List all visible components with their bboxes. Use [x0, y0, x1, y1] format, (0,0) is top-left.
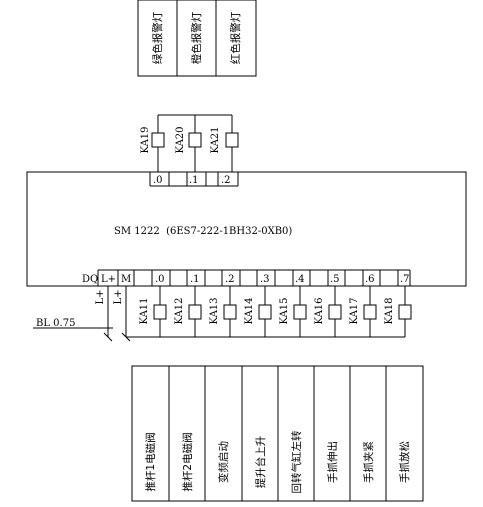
bottom-terminal-7: .7 [400, 274, 410, 285]
bottom-label-1: 推杆1电磁阀 [144, 432, 157, 491]
terminal-dq: DQ [82, 274, 98, 285]
relay-ka12: KA12 [174, 297, 185, 324]
top-terminal-1: .1 [189, 175, 199, 186]
top-relay-circuit: KA19 KA20 KA21 [140, 114, 239, 172]
top-label-1: 绿色报警灯 [151, 11, 164, 64]
relay-ka14: KA14 [244, 297, 255, 324]
relay-ka17: KA17 [349, 297, 360, 324]
top-terminal-0: .0 [153, 175, 163, 186]
bottom-terminal-6: .6 [365, 274, 375, 285]
bottom-label-4: 提升台上升 [254, 436, 267, 489]
terminal-m: M [121, 274, 131, 285]
wire-label: BL 0.75 [36, 318, 75, 329]
supply-wires: L+ L+ BL 0.75 [33, 286, 131, 342]
bottom-terminal-5: .5 [330, 274, 340, 285]
supply-label-2: L+ [113, 289, 124, 304]
relay-ka21: KA21 [210, 126, 221, 153]
relay-ka18: KA18 [384, 297, 395, 324]
bottom-terminal-4: .4 [295, 274, 305, 285]
bottom-terminal-2: .2 [225, 274, 235, 285]
relay-ka13: KA13 [209, 297, 220, 324]
bottom-label-7: 手抓夹紧 [362, 441, 375, 483]
relay-ka16: KA16 [314, 297, 325, 324]
bottom-label-table: 推杆1电磁阀 推杆2电磁阀 变频启动 提升台上升 回转气缸左转 手抓伸出 手抓夹… [131, 365, 424, 502]
bottom-label-3: 变频启动 [217, 441, 230, 483]
bottom-label-5: 回转气缸左转 [290, 430, 303, 493]
bottom-label-8: 手抓放松 [398, 441, 411, 483]
bottom-label-6: 手抓伸出 [326, 441, 339, 483]
top-terminal-2: .2 [221, 175, 231, 186]
relay-ka15: KA15 [279, 297, 290, 324]
bottom-terminal-3: .3 [260, 274, 270, 285]
bottom-terminal-0: .0 [155, 274, 165, 285]
top-label-table: 绿色报警灯 橙色报警灯 红色报警灯 [137, 0, 257, 77]
relay-ka11: KA11 [139, 297, 150, 324]
plc-module: .0 .1 .2 SM 1222 (6ES7-222-1BH32-0XB0) D… [26, 171, 467, 287]
relay-ka19: KA19 [140, 126, 151, 153]
bottom-relay-circuit: KA11 KA12 KA13 KA14 KA15 KA16 KA17 KA18 [126, 286, 412, 338]
terminal-lplus: L+ [101, 274, 116, 285]
bottom-terminal-1: .1 [190, 274, 200, 285]
relay-ka20: KA20 [175, 126, 186, 153]
module-label: SM 1222 (6ES7-222-1BH32-0XB0) [114, 226, 292, 237]
top-label-2: 橙色报警灯 [190, 11, 203, 64]
bottom-label-2: 推杆2电磁阀 [181, 432, 194, 491]
supply-label-1: L+ [95, 289, 106, 304]
top-label-3: 红色报警灯 [229, 11, 242, 64]
